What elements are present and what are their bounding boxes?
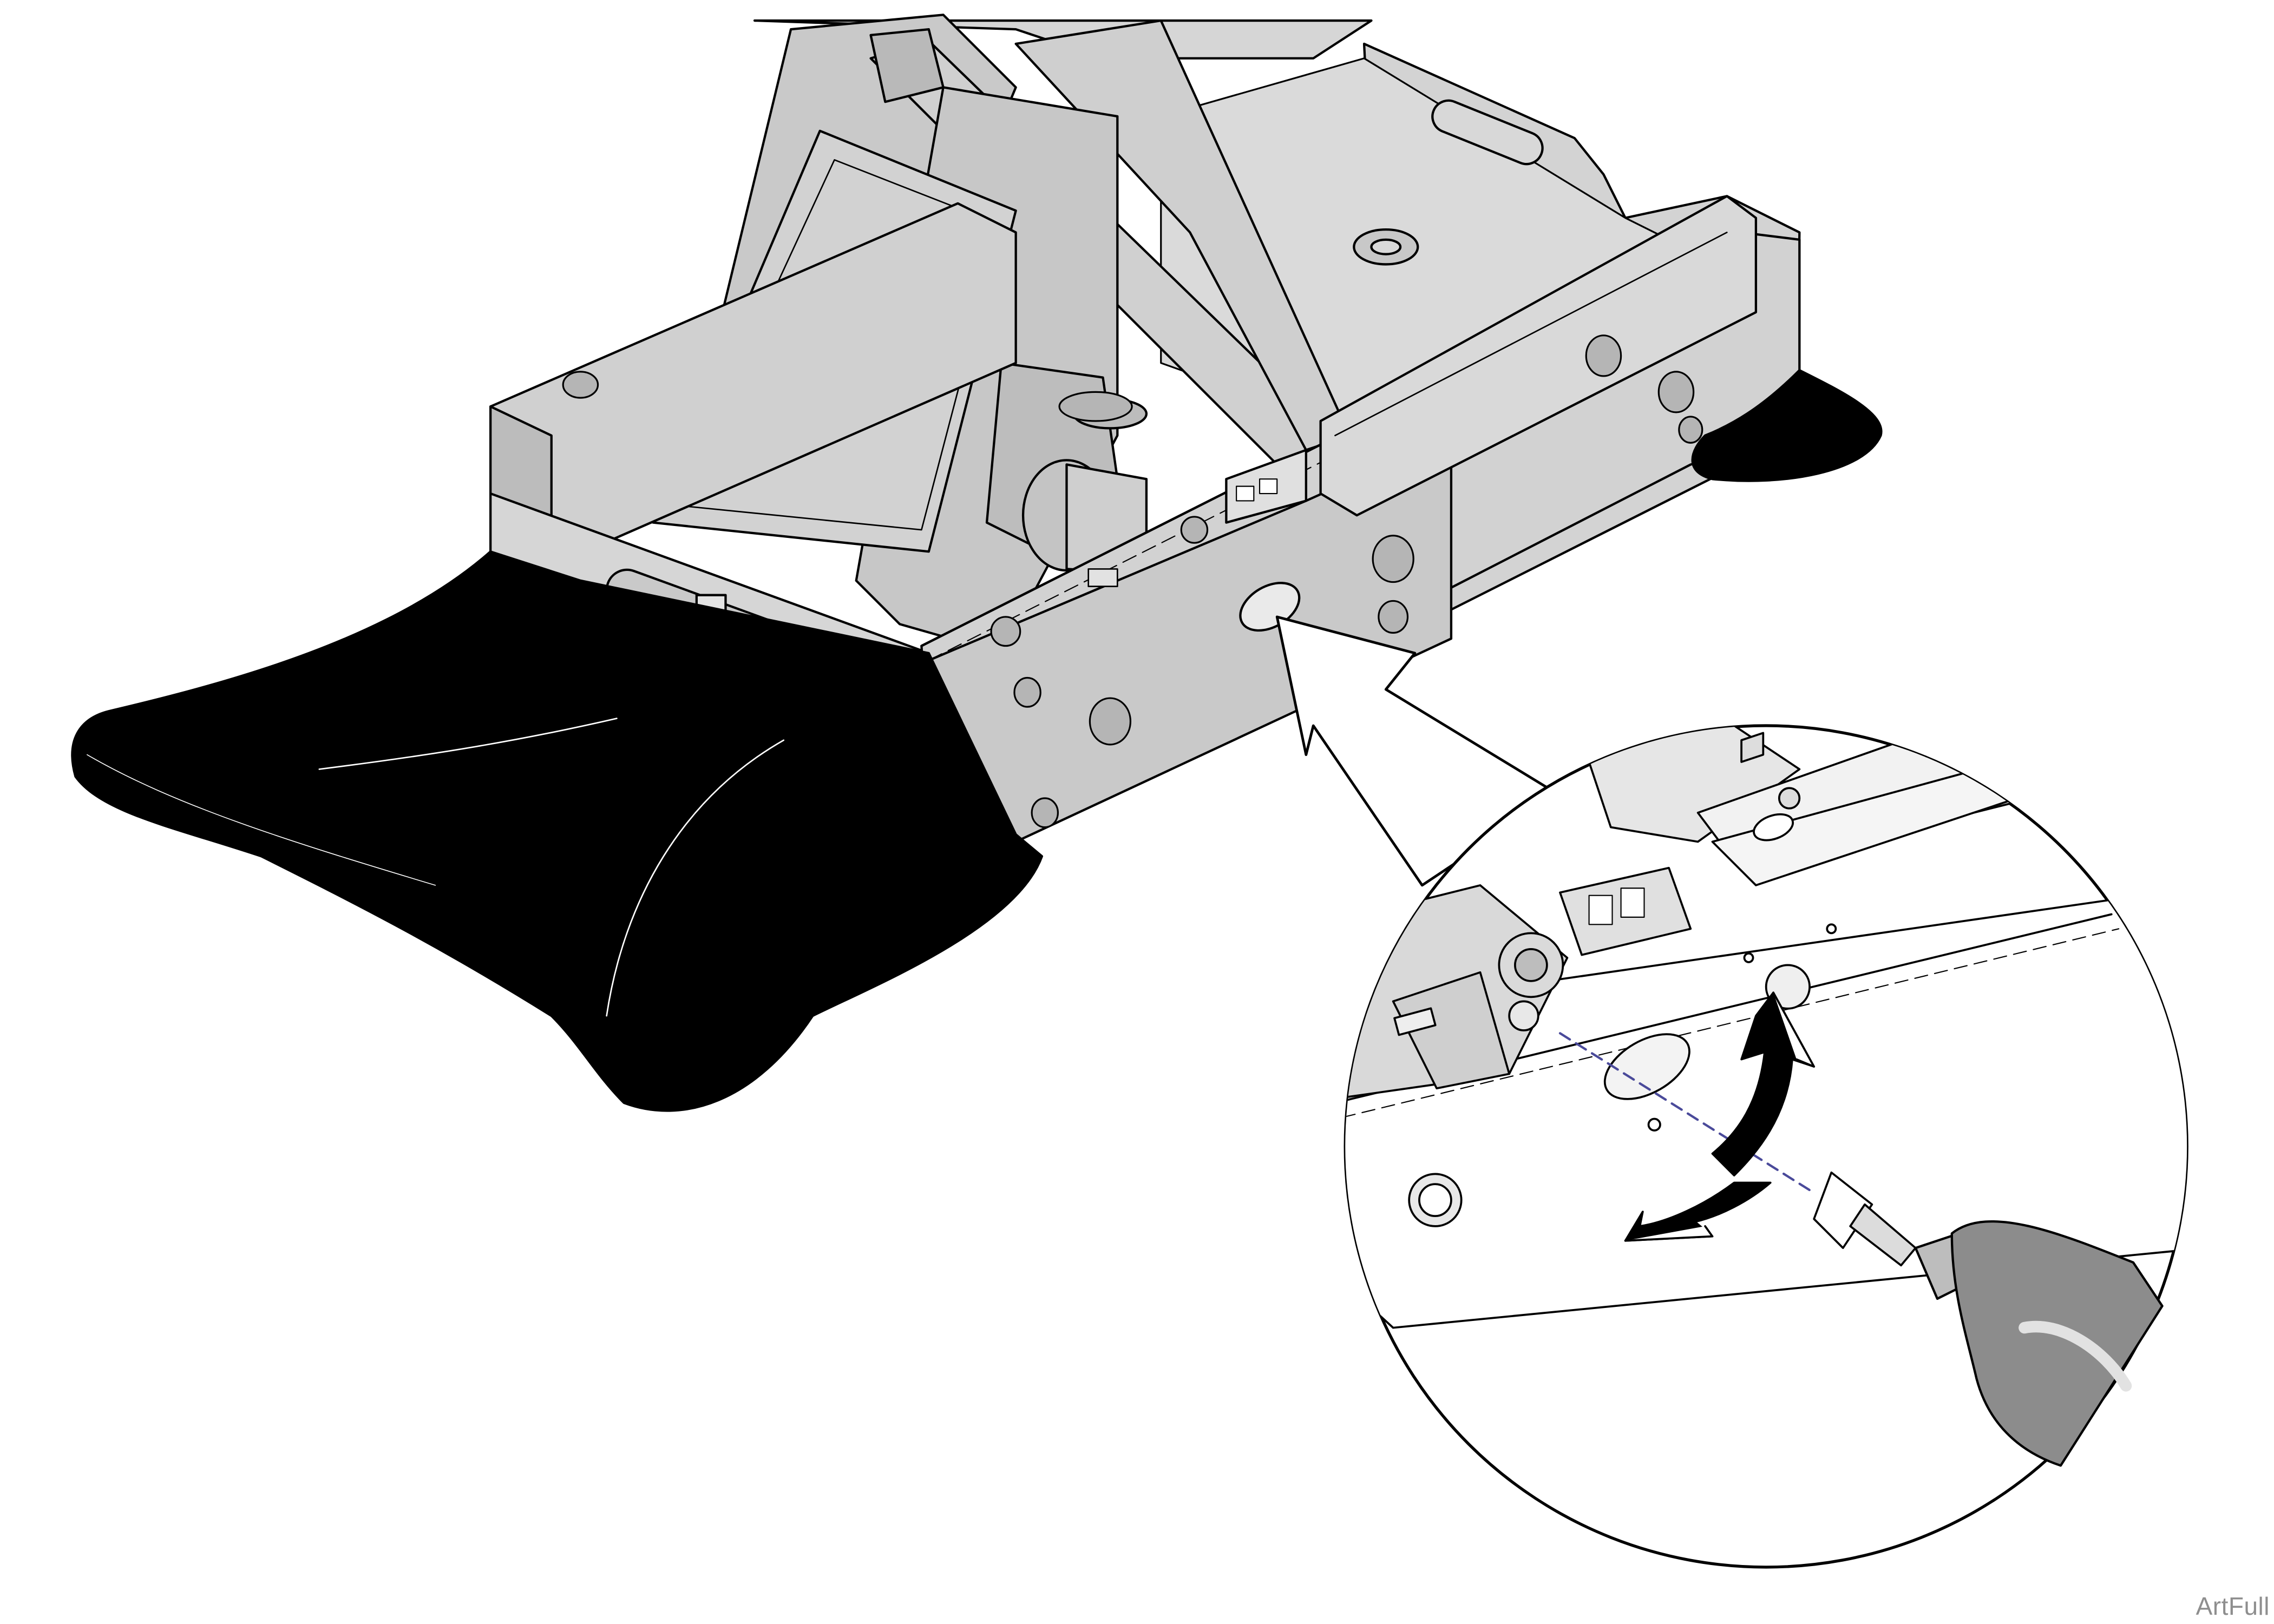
detail-circle-icon: [1344, 724, 2188, 1569]
watermark-text: ArtFull: [2196, 1592, 2270, 1620]
lift-frame-icon: [489, 14, 1801, 843]
alignment-line: [1558, 1032, 1816, 1194]
base-pad-icon: [71, 369, 1883, 1112]
rotation-arrows-icon: [1624, 991, 1816, 1242]
socket-driver-icon: [1813, 1171, 1917, 1267]
power-drill-icon: [1914, 1220, 2164, 1467]
